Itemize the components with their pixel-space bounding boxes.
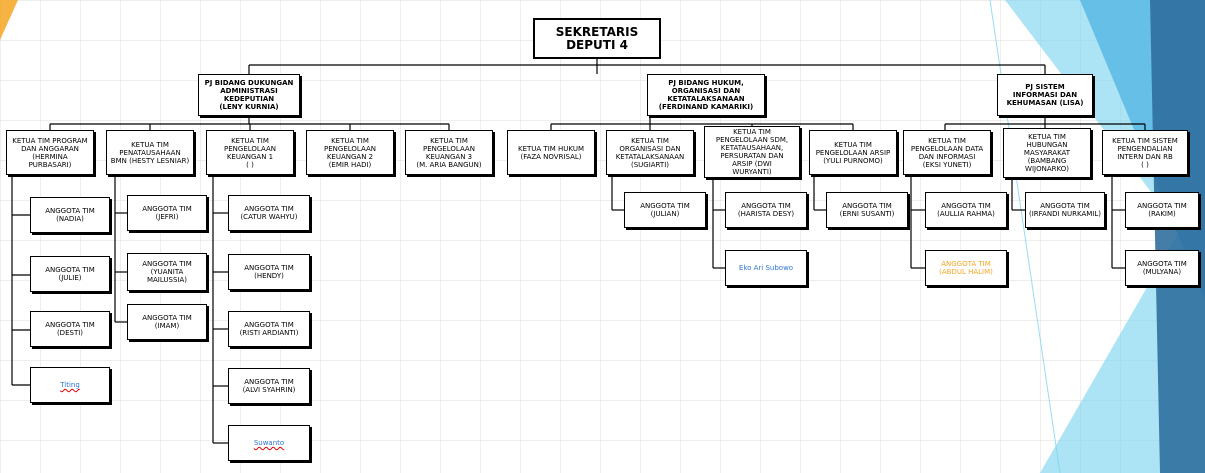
node-anggota-alvi: ANGGOTA TIM (ALVI SYAHRIN) <box>228 368 310 404</box>
node-ketua-data-informasi: KETUA TIM PENGELOLAAN DATA DAN INFORMASI… <box>903 130 991 175</box>
node-ketua-keuangan-1: KETUA TIM PENGELOLAAN KEUANGAN 1 ( ) <box>206 130 294 175</box>
node-pj-sistem-informasi: PJ SISTEM INFORMASI DAN KEHUMASAN (LISA) <box>997 74 1093 116</box>
node-ketua-program-anggaran: KETUA TIM PROGRAM DAN ANGGARAN (HERMINA … <box>6 130 94 175</box>
node-anggota-erni: ANGGOTA TIM (ERNI SUSANTI) <box>826 192 908 228</box>
node-anggota-mulyana: ANGGOTA TIM (MULYANA) <box>1125 250 1199 286</box>
node-anggota-yuanita: ANGGOTA TIM (YUANITA MAILUSSIA) <box>127 253 207 291</box>
node-anggota-harista: ANGGOTA TIM (HARISTA DESY) <box>725 192 807 228</box>
node-anggota-risti: ANGGOTA TIM (RISTI ARDIANTI) <box>228 311 310 347</box>
node-anggota-suwanto: Suwanto <box>228 425 310 461</box>
node-anggota-eko: Eko Ari Subowo <box>725 250 807 286</box>
node-anggota-abdul-halim: ANGGOTA TIM (ABDUL HALIM) <box>925 250 1007 286</box>
node-anggota-irfandi: ANGGOTA TIM (IRFANDI NURKAMIL) <box>1025 192 1105 228</box>
node-anggota-jefri: ANGGOTA TIM (JEFRI) <box>127 195 207 231</box>
node-ketua-organisasi: KETUA TIM ORGANISASI DAN KETATALAKSANAAN… <box>606 130 694 175</box>
node-ketua-keuangan-2: KETUA TIM PENGELOLAAN KEUANGAN 2 (EMIR H… <box>306 130 394 175</box>
deco-dark-triangle <box>1150 0 1205 473</box>
node-pj-bidang-hukum: PJ BIDANG HUKUM, ORGANISASI DAN KETATALA… <box>647 74 765 116</box>
anggota-abdul-halim-label: ANGGOTA TIM (ABDUL HALIM) <box>939 260 993 276</box>
anggota-titing-label: Titing <box>60 381 80 389</box>
node-sekretaris: SEKRETARIS DEPUTI 4 <box>533 18 661 59</box>
anggota-eko-label: Eko Ari Subowo <box>738 264 794 272</box>
node-anggota-imam: ANGGOTA TIM (IMAM) <box>127 304 207 340</box>
deco-orange-corner <box>0 0 18 40</box>
node-ketua-keuangan-3: KETUA TIM PENGELOLAAN KEUANGAN 3 (M. ARI… <box>405 130 493 175</box>
node-anggota-catur-wahyu: ANGGOTA TIM (CATUR WAHYU) <box>228 195 310 231</box>
node-anggota-hendy: ANGGOTA TIM (HENDY) <box>228 254 310 290</box>
node-anggota-titing: Titing <box>30 367 110 403</box>
anggota-suwanto-label: Suwanto <box>253 439 285 447</box>
node-anggota-desti: ANGGOTA TIM (DESTI) <box>30 311 110 347</box>
node-ketua-sdm: KETUA TIM PENGELOLAAN SDM, KETATAUSAHAAN… <box>704 126 800 178</box>
node-ketua-arsip: KETUA TIM PENGELOLAAN ARSIP (YULI PURNOM… <box>809 130 897 175</box>
node-anggota-aullia: ANGGOTA TIM (AULLIA RAHMA) <box>925 192 1007 228</box>
node-ketua-humas: KETUA TIM HUBUNGAN MASYARAKAT (BAMBANG W… <box>1003 128 1091 178</box>
node-anggota-julian: ANGGOTA TIM (JULIAN) <box>624 192 706 228</box>
node-anggota-julie: ANGGOTA TIM (JULIE) <box>30 256 110 292</box>
node-anggota-rakim: ANGGOTA TIM (RAKIM) <box>1125 192 1199 228</box>
node-ketua-hukum: KETUA TIM HUKUM (FAZA NOVRISAL) <box>507 130 595 175</box>
node-anggota-nadia: ANGGOTA TIM (NADIA) <box>30 197 110 233</box>
node-pj-bidang-dukungan: PJ BIDANG DUKUNGAN ADMINISTRASI KEDEPUTI… <box>198 74 300 116</box>
node-ketua-spi-rb: KETUA TIM SISTEM PENGENDALIAN INTERN DAN… <box>1102 130 1188 175</box>
node-ketua-penatausahaan-bmn: KETUA TIM PENATAUSAHAAN BMN (HESTY LESNI… <box>106 130 194 175</box>
